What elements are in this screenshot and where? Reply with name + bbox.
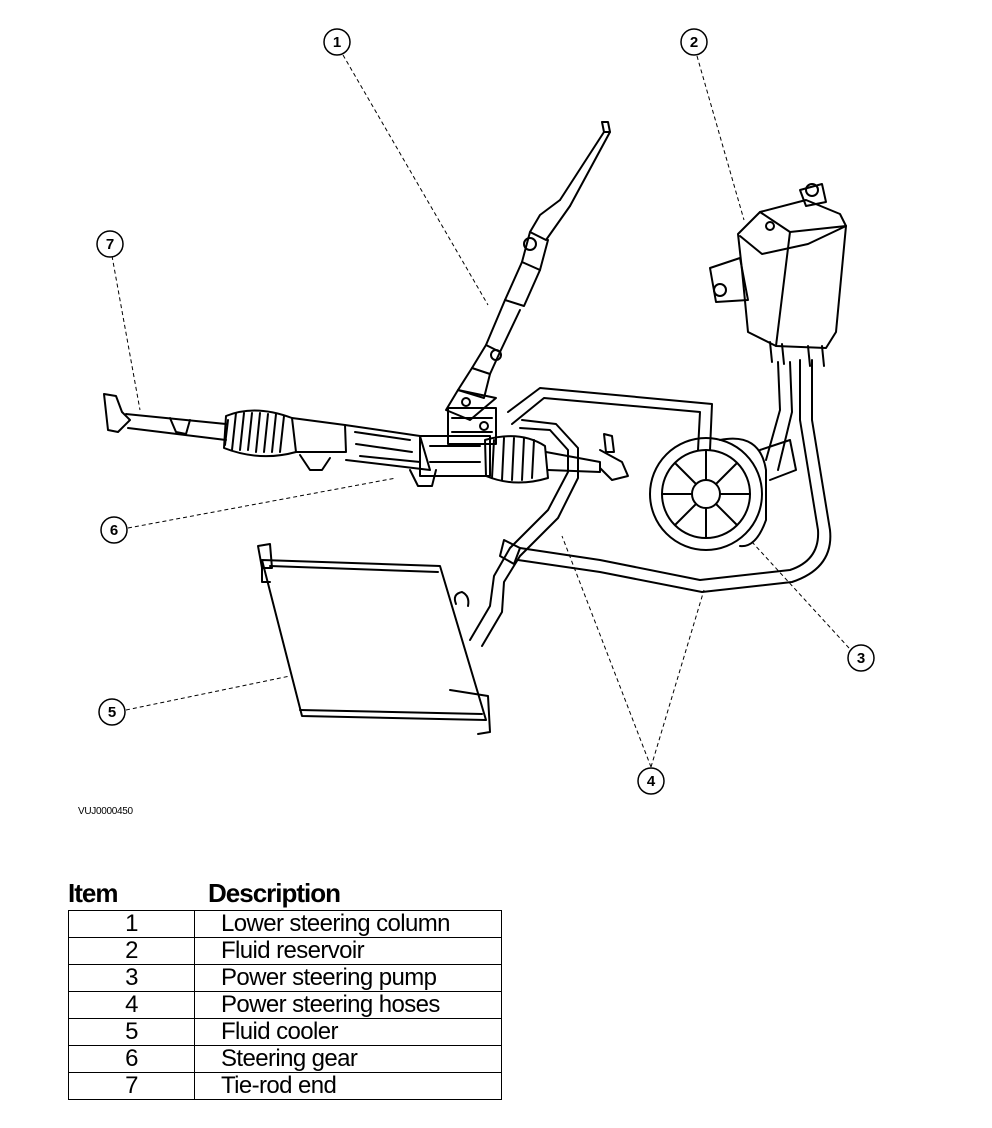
svg-text:1: 1 bbox=[333, 34, 341, 51]
legend-item-description: Steering gear bbox=[194, 1045, 502, 1073]
table-row: 7 Tie-rod end bbox=[68, 1072, 502, 1100]
leader-line-7 bbox=[111, 255, 141, 411]
legend-item-description: Tie-rod end bbox=[194, 1072, 502, 1100]
leader-line-4a bbox=[561, 535, 652, 768]
legend: Item Description 1 Lower steering column… bbox=[68, 878, 508, 1100]
steering-gear-drawing bbox=[223, 409, 629, 487]
power-steering-pump-drawing bbox=[649, 437, 797, 551]
callout-3: 3 bbox=[847, 644, 875, 672]
callout-2: 2 bbox=[680, 28, 708, 56]
legend-item-description: Power steering pump bbox=[194, 964, 502, 992]
figure-id: VUJ0000450 bbox=[78, 806, 133, 817]
svg-text:4: 4 bbox=[647, 773, 656, 790]
tie-rod-end-drawing bbox=[103, 393, 227, 441]
legend-header: Item Description bbox=[68, 878, 508, 910]
legend-item-description: Fluid reservoir bbox=[194, 937, 502, 965]
svg-text:7: 7 bbox=[106, 236, 114, 253]
legend-item-number: 6 bbox=[68, 1045, 195, 1073]
fluid-reservoir-drawing bbox=[709, 183, 847, 367]
table-row: 1 Lower steering column bbox=[68, 910, 502, 938]
steering-system-diagram: 1 2 3 4 5 6 7 bbox=[96, 28, 875, 795]
power-steering-hoses-drawing bbox=[469, 359, 832, 647]
callout-5: 5 bbox=[98, 698, 126, 726]
leader-line-1 bbox=[342, 54, 489, 306]
legend-item-description: Power steering hoses bbox=[194, 991, 502, 1019]
legend-header-item: Item bbox=[68, 878, 118, 908]
leader-line-6 bbox=[127, 477, 397, 529]
legend-item-description: Fluid cooler bbox=[194, 1018, 502, 1046]
svg-text:3: 3 bbox=[857, 650, 865, 667]
legend-item-number: 3 bbox=[68, 964, 195, 992]
leader-line-4b bbox=[650, 589, 705, 768]
svg-text:2: 2 bbox=[690, 34, 698, 51]
callout-4: 4 bbox=[637, 767, 665, 795]
legend-item-description: Lower steering column bbox=[194, 910, 502, 938]
legend-table: 1 Lower steering column 2 Fluid reservoi… bbox=[68, 910, 502, 1100]
legend-header-description: Description bbox=[208, 878, 341, 908]
table-row: 6 Steering gear bbox=[68, 1045, 502, 1073]
legend-item-number: 5 bbox=[68, 1018, 195, 1046]
callout-6: 6 bbox=[100, 516, 128, 544]
leader-line-3 bbox=[751, 541, 850, 649]
legend-item-number: 7 bbox=[68, 1072, 195, 1100]
table-row: 5 Fluid cooler bbox=[68, 1018, 502, 1046]
callout-1: 1 bbox=[323, 28, 351, 56]
callout-7: 7 bbox=[96, 230, 124, 258]
table-row: 4 Power steering hoses bbox=[68, 991, 502, 1019]
fluid-cooler-drawing bbox=[257, 543, 491, 735]
leader-line-5 bbox=[125, 675, 291, 711]
legend-item-number: 2 bbox=[68, 937, 195, 965]
leader-line-2 bbox=[696, 55, 745, 221]
svg-text:5: 5 bbox=[108, 704, 116, 721]
legend-item-number: 1 bbox=[68, 910, 195, 938]
table-row: 3 Power steering pump bbox=[68, 964, 502, 992]
steering-column-drawing bbox=[445, 121, 611, 445]
legend-item-number: 4 bbox=[68, 991, 195, 1019]
svg-text:6: 6 bbox=[110, 522, 118, 539]
table-row: 2 Fluid reservoir bbox=[68, 937, 502, 965]
